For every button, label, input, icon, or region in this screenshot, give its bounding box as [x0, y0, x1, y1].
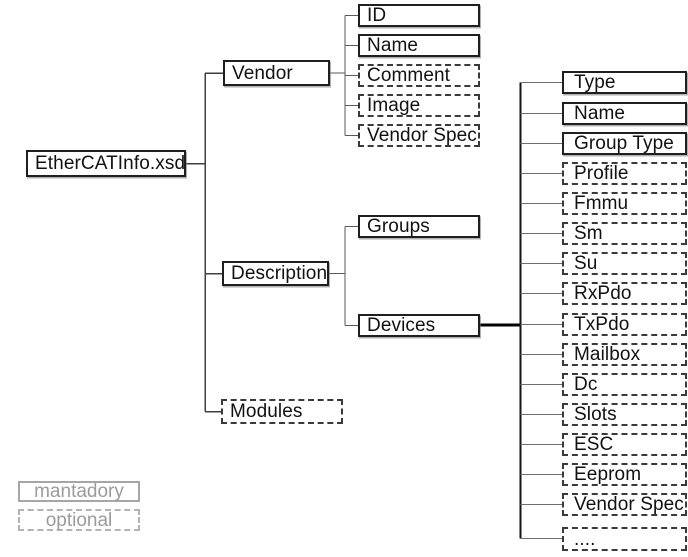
- description-connectors: [329, 225, 358, 327]
- legend-mandatory-box: mantadory: [18, 481, 140, 502]
- node-txpdo: TxPdo: [562, 313, 687, 336]
- node-fmmu: Fmmu: [562, 192, 687, 215]
- node-vendor-spec: Vendor Spec: [358, 124, 480, 147]
- node-vendor: Vendor: [223, 60, 330, 86]
- level1-connectors: [186, 72, 223, 413]
- node-groups: Groups: [358, 215, 480, 238]
- node-sm: Sm: [562, 222, 687, 245]
- node-image: Image: [358, 94, 480, 117]
- node-ellipsis: ....: [562, 527, 687, 551]
- node-mailbox: Mailbox: [562, 343, 687, 366]
- node-group-type: Group Type: [562, 132, 687, 155]
- node-profile: Profile: [562, 162, 687, 185]
- vendor-connectors: [330, 14, 358, 137]
- node-eeprom: Eeprom: [562, 463, 687, 486]
- node-type: Type: [562, 71, 687, 94]
- node-modules: Modules: [221, 399, 343, 424]
- node-slots: Slots: [562, 403, 687, 426]
- node-vendor-name: Name: [358, 34, 480, 57]
- legend-optional-box: optional: [18, 509, 140, 531]
- node-device-vendor-spec: Vendor Spec: [562, 493, 687, 516]
- node-id: ID: [358, 4, 480, 27]
- node-description: Description: [222, 261, 329, 286]
- node-su: Su: [562, 252, 687, 275]
- node-rxpdo: RxPdo: [562, 282, 687, 305]
- node-comment: Comment: [358, 64, 480, 87]
- node-esc: ESC: [562, 433, 687, 456]
- node-device-name: Name: [562, 102, 687, 125]
- devices-child-stubs: [520, 81, 562, 540]
- node-dc: Dc: [562, 373, 687, 396]
- node-ethercatinfo-xsd: EtherCATInfo.xsd: [26, 150, 186, 177]
- node-devices: Devices: [358, 314, 480, 337]
